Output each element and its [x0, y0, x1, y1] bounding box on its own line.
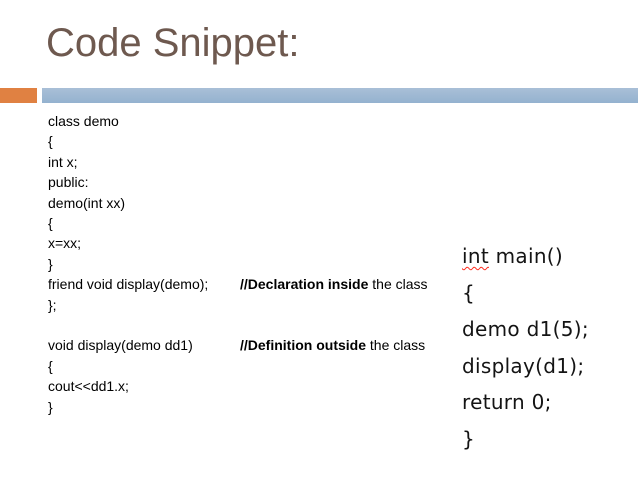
- right-code-block: int main() { demo d1(5); display(d1); return…: [462, 238, 589, 457]
- code-line: {: [48, 213, 208, 233]
- code-text: }: [462, 426, 476, 451]
- code-line: int main(): [462, 238, 589, 275]
- code-text: {: [48, 133, 53, 150]
- code-text: class demo: [48, 113, 119, 129]
- code-text: [48, 317, 52, 333]
- code-line: {: [462, 275, 589, 312]
- code-text: cout<<dd1.x;: [48, 378, 129, 395]
- code-text: }: [48, 398, 53, 415]
- code-text: demo(int xx): [48, 194, 126, 211]
- code-line: void display(demo dd1) //Definition outsi…: [48, 335, 425, 355]
- code-line: demo d1(5);: [462, 311, 589, 348]
- code-text: public:: [48, 174, 89, 191]
- code-line: }: [48, 254, 208, 274]
- code-line: {: [48, 356, 208, 376]
- code-text: demo d1(5);: [462, 317, 589, 341]
- code-text: int x;: [48, 153, 78, 170]
- orange-accent-bar: [0, 88, 37, 103]
- code-text: }: [48, 255, 53, 272]
- code-text: {: [462, 280, 476, 305]
- code-line: class demo: [48, 111, 208, 131]
- page-title: Code Snippet:: [46, 21, 300, 65]
- code-text: {: [48, 215, 53, 232]
- code-text: {: [48, 357, 53, 374]
- code-line: x=xx;: [48, 233, 208, 253]
- code-text: return 0;: [462, 390, 552, 414]
- code-line: {: [48, 131, 208, 151]
- code-comment: //Definition outside the class: [240, 337, 426, 354]
- code-line: }: [48, 397, 208, 417]
- code-line: friend void display(demo); //Declaration …: [48, 274, 428, 294]
- code-line: public:: [48, 172, 208, 192]
- code-text: };: [48, 296, 57, 313]
- left-code-block: class demo { int x; public: demo(int xx) { x=x…: [48, 111, 428, 417]
- code-line: }: [462, 421, 589, 458]
- code-line: return 0;: [462, 384, 589, 421]
- code-line: display(d1);: [462, 348, 589, 385]
- code-text: main(): [488, 244, 564, 268]
- misspelled-word: int: [462, 244, 489, 268]
- code-line: };: [48, 295, 208, 315]
- code-text: friend void display(demo);: [48, 276, 209, 293]
- blue-accent-bar: [42, 88, 638, 103]
- code-text: void display(demo dd1): [48, 337, 193, 354]
- code-comment: //Declaration inside the class: [240, 276, 428, 293]
- code-text: display(d1);: [462, 353, 585, 378]
- code-line: cout<<dd1.x;: [48, 376, 208, 396]
- code-line: demo(int xx): [48, 193, 208, 213]
- code-text: x=xx;: [48, 235, 82, 252]
- code-line: int x;: [48, 152, 208, 172]
- code-line: [48, 315, 208, 335]
